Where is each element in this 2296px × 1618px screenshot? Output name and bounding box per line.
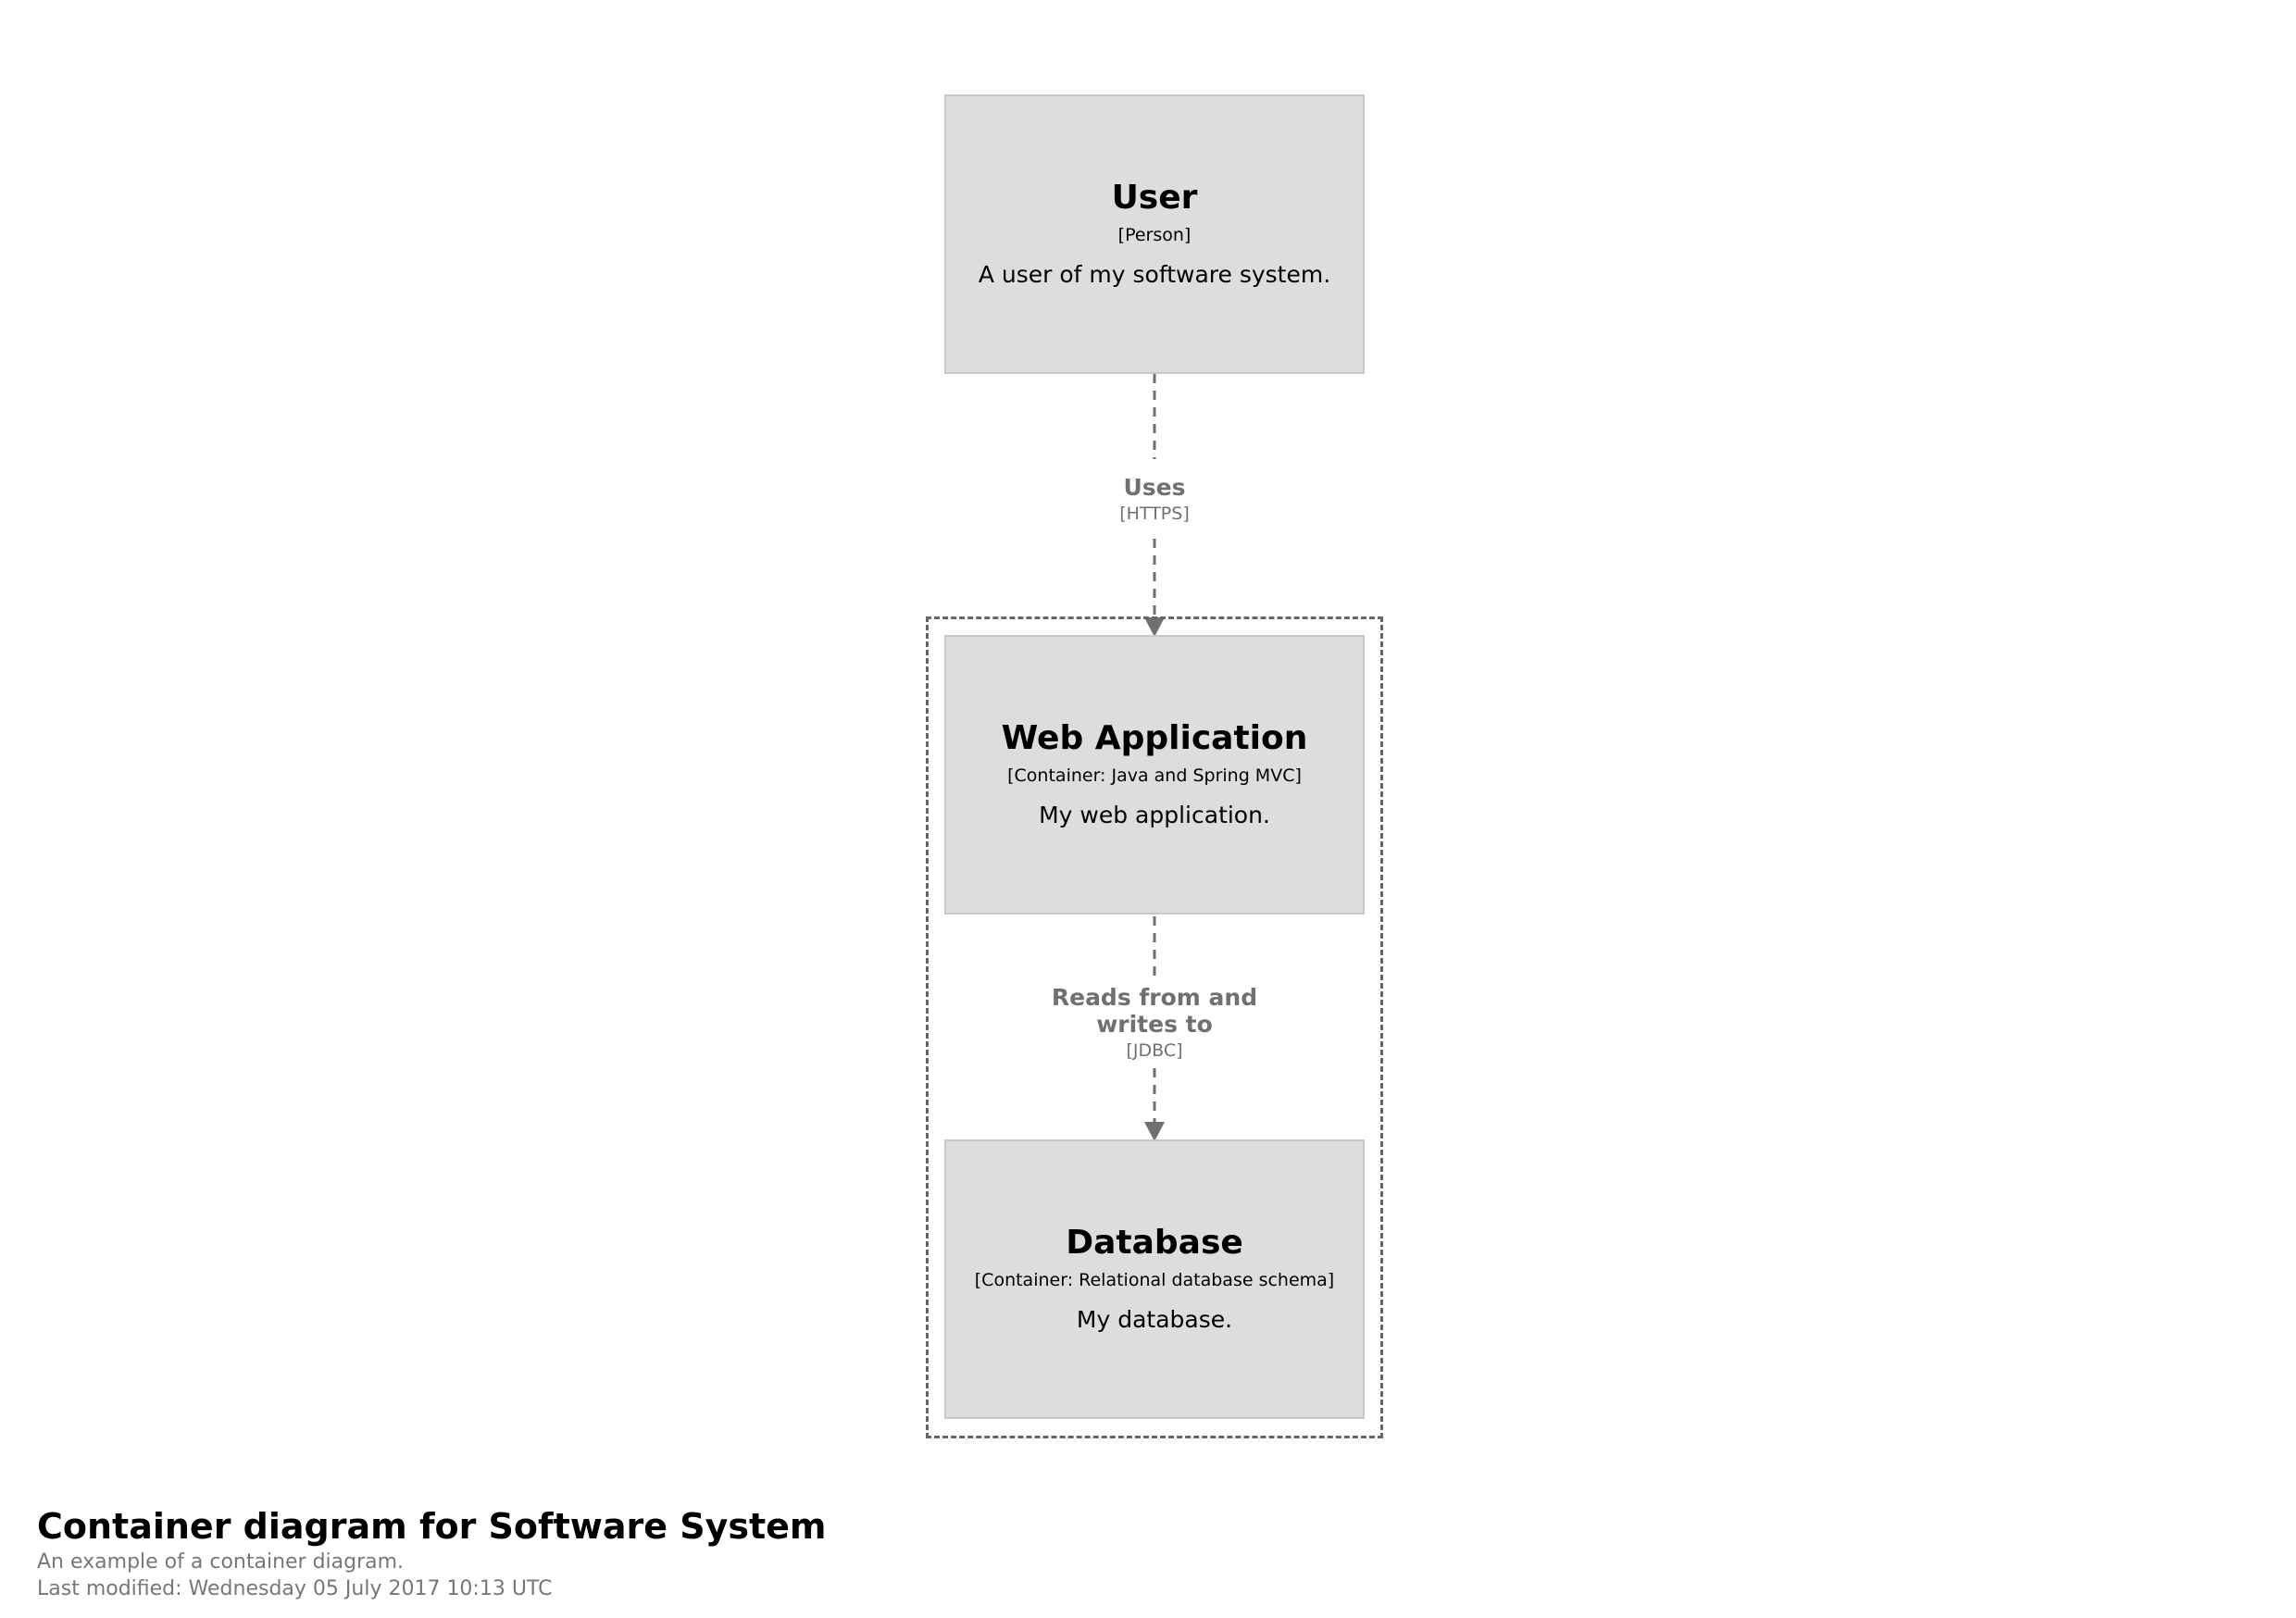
relationship-technology: [JDBC] (1126, 1040, 1183, 1061)
relationship-label-line2: writes to (1096, 1011, 1213, 1038)
element-name: Database (1066, 1224, 1243, 1262)
element-type: [Container: Java and Spring MVC] (1007, 765, 1302, 786)
relationship-technology: [HTTPS] (1119, 504, 1190, 524)
software-system-boundary (926, 616, 1383, 1438)
diagram-title: Container diagram for Software System (37, 1506, 827, 1547)
element-name: User (1111, 179, 1198, 217)
diagram-description: An example of a container diagram. (37, 1550, 405, 1574)
element-description: My web application. (1039, 802, 1270, 828)
relationship-label-line1: Reads from and (1051, 984, 1258, 1011)
uses-arrowhead (1144, 617, 1165, 637)
diagram-footer: Container diagram for Software System An… (37, 1504, 1333, 1602)
element-description: A user of my software system. (978, 261, 1331, 288)
element-type: [Container: Relational database schema] (974, 1270, 1335, 1290)
relationship-label: Uses (1123, 474, 1186, 501)
reads-writes-relationship-label[interactable]: Reads from and writes to [JDBC] (1016, 984, 1293, 1064)
last-modified-text: Last modified: Wednesday 05 July 2017 10… (37, 1577, 553, 1600)
reads-arrowhead (1144, 1122, 1165, 1141)
element-type: [Person] (1117, 225, 1192, 245)
web-application-element[interactable]: Web Application [Container: Java and Spr… (944, 635, 1365, 915)
user-element[interactable]: User [Person] A user of my software syst… (944, 94, 1365, 374)
uses-relationship-label[interactable]: Uses [HTTPS] (1016, 474, 1293, 527)
element-description: My database. (1076, 1306, 1233, 1333)
database-element[interactable]: Database [Container: Relational database… (944, 1139, 1365, 1419)
element-name: Web Application (1001, 719, 1308, 757)
